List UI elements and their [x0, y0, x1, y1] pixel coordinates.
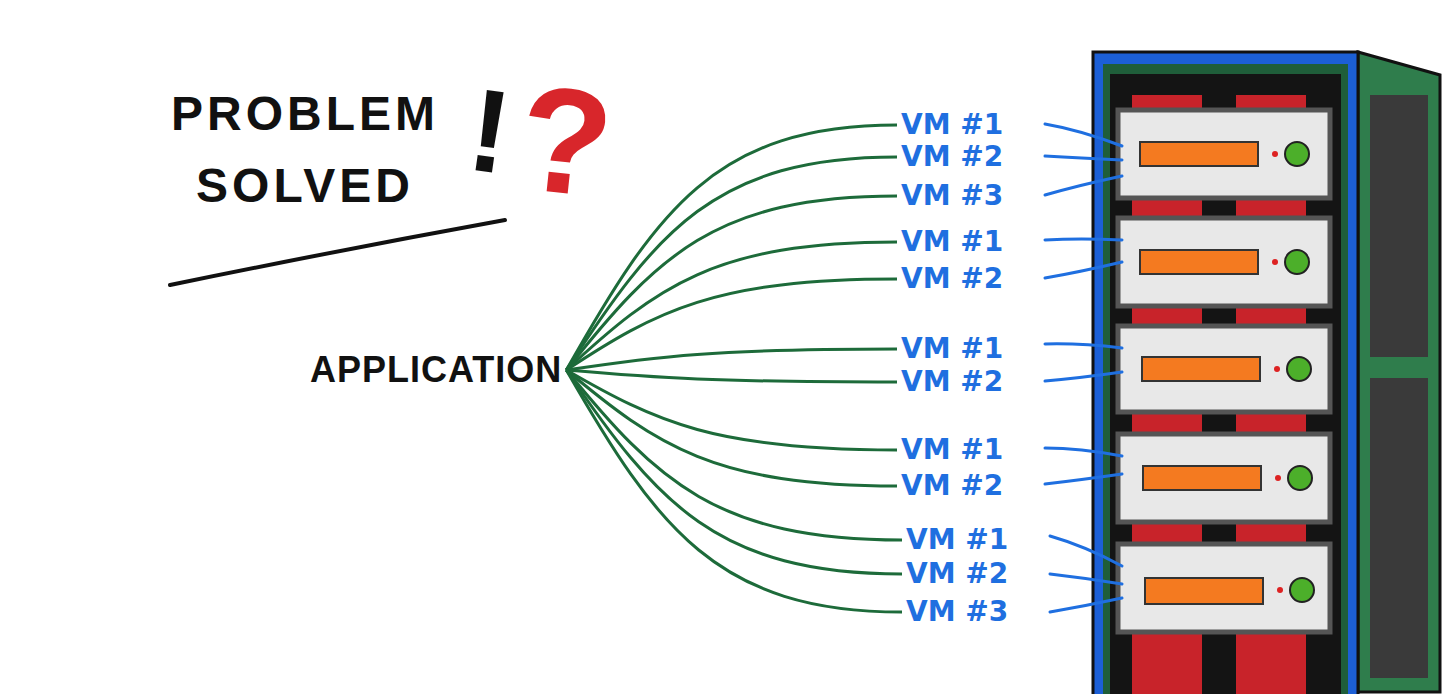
vm-leader-lines: [1045, 124, 1122, 612]
connector-line: [566, 370, 902, 574]
application-text: APPLICATION: [310, 350, 562, 390]
connector-line: [566, 279, 897, 370]
vm-text: VM #2: [906, 559, 1008, 589]
rack-vent: [1370, 378, 1428, 678]
server-unit: [1118, 110, 1330, 198]
vm-text: VM #3: [906, 597, 1008, 627]
vm-text: VM #2: [901, 367, 1003, 397]
vm-label: VM #2: [902, 557, 1012, 591]
vm-label: VM #1: [897, 225, 1007, 259]
vm-text: VM #1: [906, 525, 1008, 555]
server-unit: [1118, 544, 1330, 632]
vm-label: VM #3: [902, 595, 1012, 629]
vm-text: VM #1: [901, 334, 1003, 364]
vm-label: VM #1: [902, 523, 1012, 557]
server-unit: [1118, 326, 1330, 412]
vm-label: VM #1: [897, 108, 1007, 142]
vm-text: VM #2: [901, 142, 1003, 172]
rack-vent: [1370, 95, 1428, 357]
exclamation-mark: !: [462, 70, 517, 192]
server-unit: [1118, 434, 1330, 522]
connector-line: [566, 196, 897, 370]
vm-text: VM #2: [901, 264, 1003, 294]
question-mark: ?: [512, 62, 619, 221]
rack-frame: [1093, 52, 1358, 694]
vm-text: VM #1: [901, 227, 1003, 257]
vm-text: VM #1: [901, 435, 1003, 465]
vm-label: VM #2: [897, 262, 1007, 296]
vm-label: VM #1: [897, 433, 1007, 467]
rack-side: [1358, 52, 1440, 692]
rack-bay: [1110, 74, 1341, 694]
connector-line: [566, 242, 897, 370]
vm-label: VM #2: [897, 365, 1007, 399]
vm-label: VM #3: [897, 179, 1007, 213]
vm-label: VM #2: [897, 140, 1007, 174]
connector-line: [566, 157, 897, 370]
connector-line: [566, 125, 897, 370]
vm-label: VM #2: [897, 469, 1007, 503]
connector-line: [566, 370, 902, 612]
vm-text: VM #2: [901, 471, 1003, 501]
vm-text: VM #1: [901, 110, 1003, 140]
connector-line: [566, 349, 897, 370]
server-unit: [1118, 218, 1330, 306]
rack-inner: [1103, 64, 1348, 694]
application-label: APPLICATION: [306, 346, 566, 394]
title-text: PROBLEM SOLVED: [140, 78, 470, 222]
connector-line: [566, 370, 897, 382]
vm-label: VM #1: [897, 332, 1007, 366]
vm-text: VM #3: [901, 181, 1003, 211]
title-underline: [170, 220, 505, 285]
